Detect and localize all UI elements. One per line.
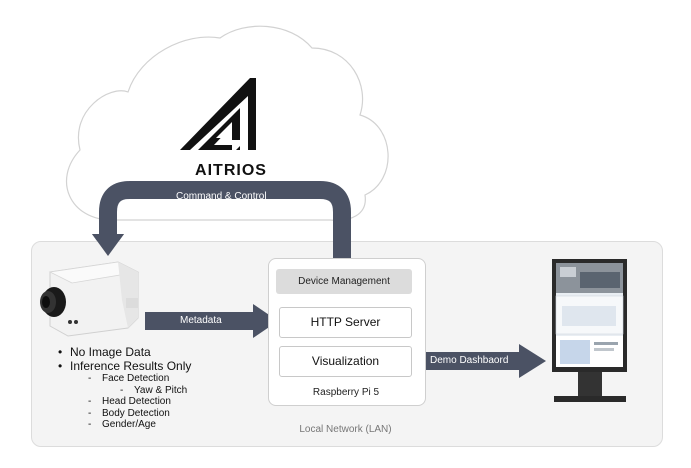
list-item-yaw-pitch: Yaw & Pitch xyxy=(116,385,191,397)
raspberry-pi-label: Raspberry Pi 5 xyxy=(312,387,380,398)
lan-label: Local Network (LAN) xyxy=(299,424,392,435)
device-management-module: Device Management xyxy=(276,269,412,294)
face-detection-sublist: Yaw & Pitch xyxy=(102,385,191,397)
inference-sublist: Face Detection Yaw & Pitch Head Detectio… xyxy=(70,373,191,431)
display-kiosk-fg xyxy=(552,259,627,402)
camera-output-list: No Image Data Inference Results Only Fac… xyxy=(58,345,191,431)
camera-device-fg xyxy=(40,261,140,337)
command-control-label: Command & Control xyxy=(176,191,267,202)
list-item-gender-age: Gender/Age xyxy=(84,419,191,431)
list-item-face-detection: Face Detection Yaw & Pitch xyxy=(84,373,191,396)
list-item-head-detection: Head Detection xyxy=(84,396,191,408)
http-server-module: HTTP Server xyxy=(279,307,412,338)
visualization-module: Visualization xyxy=(279,346,412,377)
metadata-label: Metadata xyxy=(180,315,222,326)
dashboard-arrow-fg xyxy=(413,344,546,378)
aitrios-logo-icon xyxy=(180,78,256,150)
list-item-no-image: No Image Data xyxy=(58,345,191,359)
aitrios-logo-text: AITRIOS xyxy=(195,162,267,179)
demo-dashboard-label: Demo Dashbaord xyxy=(430,355,509,366)
list-item-inference: Inference Results Only Face Detection Ya… xyxy=(58,359,191,431)
list-item-body-detection: Body Detection xyxy=(84,408,191,420)
metadata-arrow-fg xyxy=(145,304,278,338)
